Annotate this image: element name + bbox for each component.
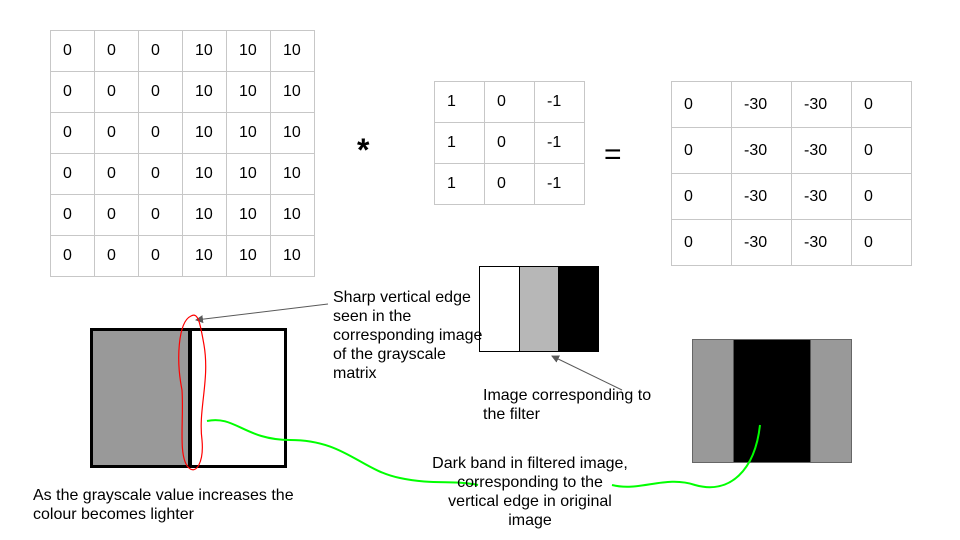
filter-image-black-band	[559, 267, 599, 351]
output-matrix-cell: 0	[851, 173, 912, 220]
input-matrix-cell: 10	[270, 112, 315, 154]
input-matrix-cell: 0	[50, 71, 95, 113]
grayscale-image	[90, 328, 287, 468]
filter-caption: Image corresponding to the filter	[483, 387, 652, 423]
input-matrix-cell: 10	[182, 30, 227, 72]
input-matrix-cell: 0	[138, 194, 183, 236]
input-matrix-cell: 10	[182, 235, 227, 277]
edge-caption-arrow	[195, 303, 329, 324]
filtered-image-left-band	[693, 340, 734, 462]
filter-matrix-cell: 1	[434, 122, 485, 164]
output-matrix-cell: -30	[731, 81, 792, 128]
convolution-operator: *	[357, 132, 370, 168]
grayscale-image-light-region	[192, 331, 284, 465]
input-matrix-cell: 0	[50, 30, 95, 72]
filter-matrix-cell: 1	[434, 81, 485, 123]
input-matrix-cell: 10	[270, 235, 315, 277]
input-matrix-cell: 0	[50, 153, 95, 195]
input-matrix-cell: 0	[138, 235, 183, 277]
input-matrix-cell: 0	[94, 30, 139, 72]
output-matrix-cell: 0	[671, 173, 732, 220]
output-matrix-cell: -30	[731, 173, 792, 220]
input-matrix-cell: 10	[182, 194, 227, 236]
input-matrix-cell: 10	[182, 112, 227, 154]
filter-caption-arrow	[551, 355, 623, 391]
filter-image-gray-band	[519, 267, 560, 351]
input-matrix-cell: 10	[226, 194, 271, 236]
filter-matrix-cell: 1	[434, 163, 485, 205]
filtered-image-right-band	[810, 340, 851, 462]
input-matrix-cell: 0	[94, 71, 139, 113]
grayscale-image-dark-region	[93, 331, 188, 465]
input-matrix-cell: 10	[226, 235, 271, 277]
input-matrix-cell: 10	[226, 30, 271, 72]
output-matrix-cell: 0	[671, 127, 732, 174]
filter-matrix-cell: -1	[534, 81, 585, 123]
grayscale-caption: As the grayscale value increases the col…	[33, 487, 294, 523]
filter-image-white-band	[480, 267, 520, 351]
output-matrix-cell: -30	[791, 127, 852, 174]
input-matrix-cell: 10	[226, 112, 271, 154]
output-matrix-cell: 0	[851, 81, 912, 128]
filter-image	[479, 266, 599, 352]
output-matrix-cell: 0	[671, 81, 732, 128]
input-matrix-cell: 10	[226, 71, 271, 113]
input-matrix-cell: 0	[50, 235, 95, 277]
input-matrix-cell: 0	[94, 235, 139, 277]
input-matrix-cell: 0	[138, 112, 183, 154]
filter-matrix-cell: 0	[484, 81, 535, 123]
dark-band-caption: Dark band in filtered image, correspondi…	[432, 455, 628, 529]
input-matrix-cell: 0	[50, 194, 95, 236]
input-matrix-cell: 0	[138, 30, 183, 72]
input-matrix-cell: 0	[94, 194, 139, 236]
input-matrix-cell: 10	[182, 71, 227, 113]
filter-matrix-cell: 0	[484, 163, 535, 205]
filter-matrix-cell: -1	[534, 122, 585, 164]
input-matrix-cell: 10	[270, 71, 315, 113]
input-matrix-cell: 0	[138, 71, 183, 113]
input-matrix-cell: 10	[182, 153, 227, 195]
output-matrix-cell: -30	[791, 81, 852, 128]
filtered-image-dark-band	[734, 340, 810, 462]
input-matrix-cell: 0	[138, 153, 183, 195]
input-matrix-cell: 10	[226, 153, 271, 195]
input-matrix-cell: 10	[270, 153, 315, 195]
input-matrix-cell: 0	[50, 112, 95, 154]
input-matrix-cell: 10	[270, 194, 315, 236]
output-matrix-cell: 0	[671, 219, 732, 266]
filter-matrix-cell: -1	[534, 163, 585, 205]
input-matrix-cell: 0	[94, 153, 139, 195]
input-matrix-cell: 10	[270, 30, 315, 72]
filtered-image	[692, 339, 852, 463]
output-matrix-cell: -30	[731, 219, 792, 266]
output-matrix-cell: 0	[851, 219, 912, 266]
equals-operator: =	[604, 138, 622, 171]
output-matrix-cell: -30	[731, 127, 792, 174]
filter-matrix-cell: 0	[484, 122, 535, 164]
input-matrix-cell: 0	[94, 112, 139, 154]
output-matrix-cell: -30	[791, 219, 852, 266]
output-matrix-cell: -30	[791, 173, 852, 220]
edge-caption: Sharp vertical edge seen in the correspo…	[333, 289, 483, 382]
output-matrix-cell: 0	[851, 127, 912, 174]
